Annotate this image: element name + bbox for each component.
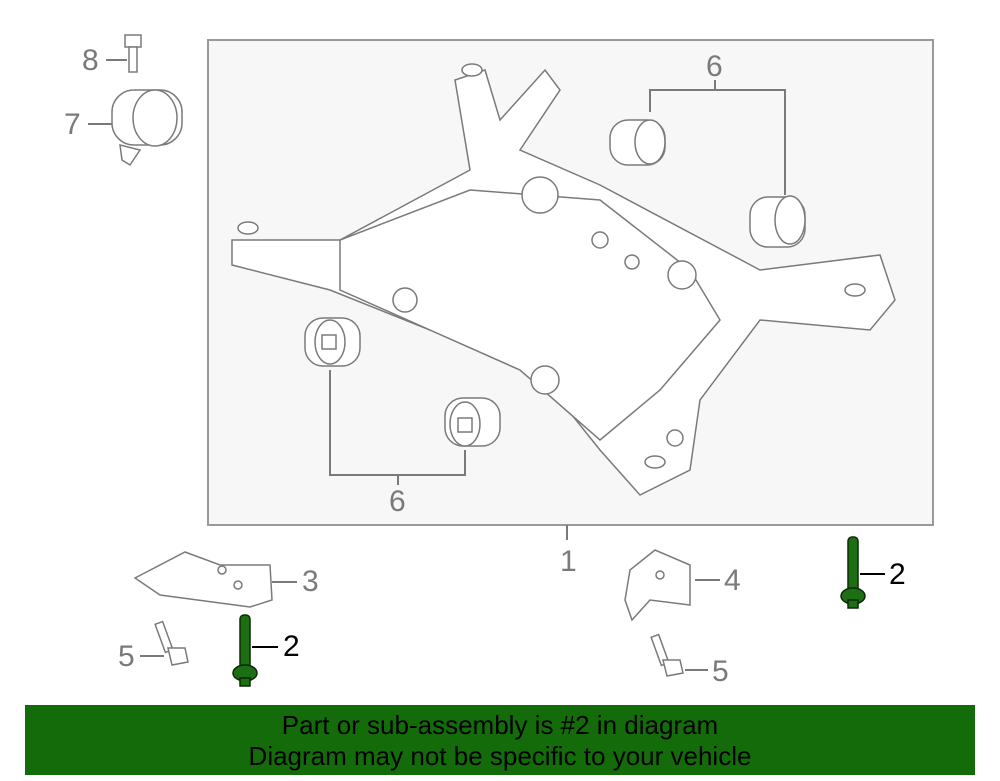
bushing-6[interactable] <box>749 195 806 248</box>
bracket-4[interactable] <box>624 549 691 622</box>
callout-7: 7 <box>64 108 81 141</box>
banner-line-1: Part or sub-assembly is #2 in diagram <box>281 710 719 740</box>
bolt-8[interactable] <box>124 34 142 73</box>
bushing-6[interactable] <box>444 397 501 447</box>
callout-2: 2 <box>283 630 300 663</box>
notice-banner: Part or sub-assembly is #2 in diagram Di… <box>25 705 975 775</box>
callout-5: 5 <box>118 640 135 673</box>
callout-1: 1 <box>560 545 577 578</box>
callout-3: 3 <box>302 565 319 598</box>
callout-6: 6 <box>389 485 406 518</box>
bracket-3[interactable] <box>133 551 273 608</box>
callout-6: 6 <box>706 50 723 83</box>
bolt-5[interactable] <box>154 620 189 666</box>
callout-4: 4 <box>724 564 741 597</box>
callout-8: 8 <box>82 44 99 77</box>
mount-7[interactable] <box>111 89 183 167</box>
banner-line-2: Diagram may not be specific to your vehi… <box>248 741 752 771</box>
bolt-2[interactable] <box>232 614 258 687</box>
bolt-5[interactable] <box>650 633 684 677</box>
callout-5: 5 <box>712 655 729 688</box>
bolt-2[interactable] <box>840 536 866 609</box>
bushing-6[interactable] <box>304 317 361 367</box>
subframe-crossmember[interactable] <box>231 63 896 496</box>
bushing-6[interactable] <box>609 119 666 166</box>
callout-2: 2 <box>889 558 906 591</box>
